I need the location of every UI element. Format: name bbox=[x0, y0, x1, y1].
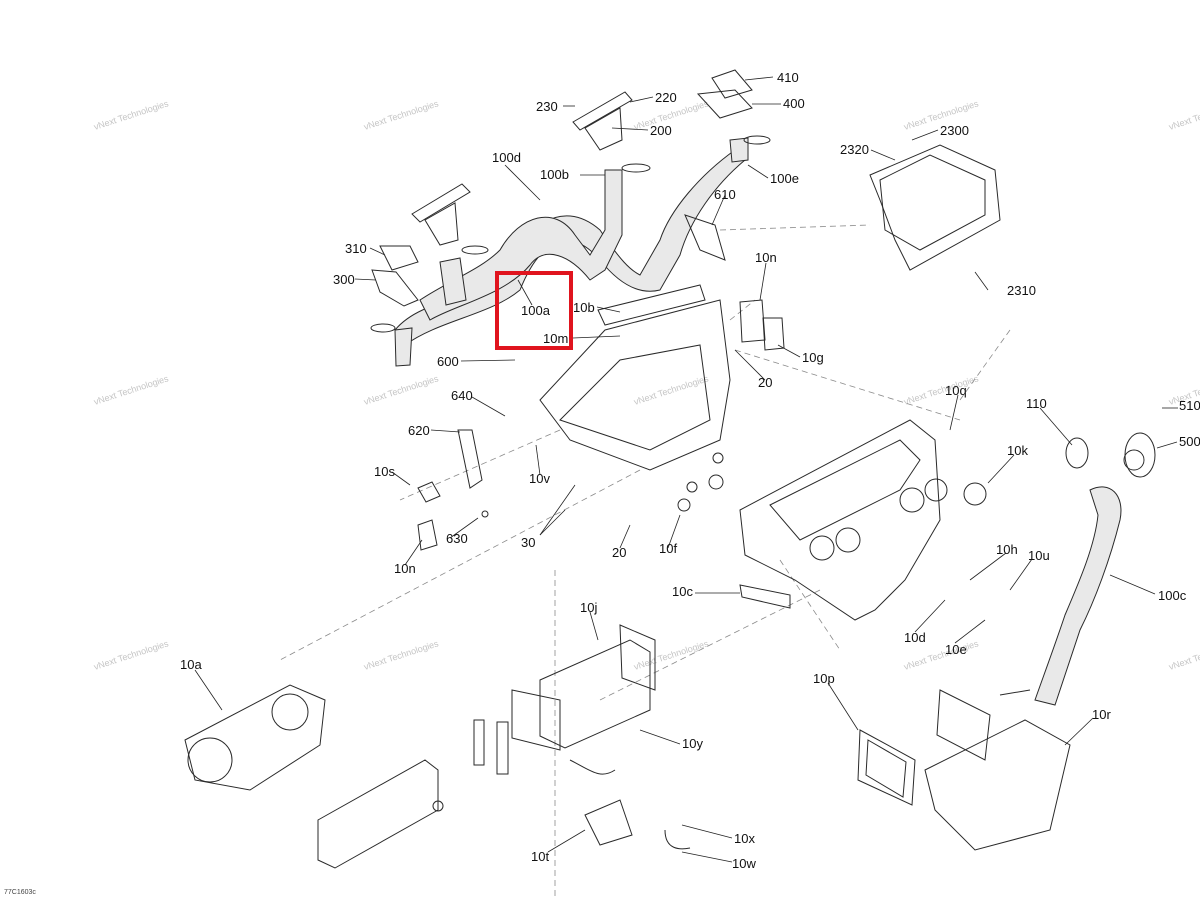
callout-label: 2300 bbox=[940, 123, 969, 138]
callout-label: 510 bbox=[1179, 398, 1200, 413]
callout-label: 10n bbox=[394, 561, 416, 576]
watermark-text: vNext Technologies bbox=[363, 638, 441, 672]
callout-label: 10q bbox=[945, 383, 967, 398]
duct-assembly bbox=[394, 137, 1122, 706]
callout-label: 400 bbox=[783, 96, 805, 111]
watermark: vNext Technologies bbox=[633, 373, 711, 407]
callout-label: 10h bbox=[996, 542, 1018, 557]
callout-label: 100b bbox=[540, 167, 569, 182]
callout-label: 10y bbox=[682, 736, 703, 751]
watermark: vNext Technologies bbox=[363, 373, 441, 407]
callout-label: 10x bbox=[734, 831, 755, 846]
callout-label: 10e bbox=[945, 642, 967, 657]
callout-label: 10u bbox=[1028, 548, 1050, 563]
watermark-text: vNext Technologies bbox=[1168, 98, 1200, 132]
callout-label: 600 bbox=[437, 354, 459, 369]
watermark: vNext Technologies bbox=[1168, 98, 1200, 132]
callout-label: 100c bbox=[1158, 588, 1187, 603]
callout-label: 220 bbox=[655, 90, 677, 105]
callout-label: 10w bbox=[732, 856, 756, 871]
callout-label: 10c bbox=[672, 584, 693, 599]
callout-label: 10f bbox=[659, 541, 677, 556]
watermark-text: vNext Technologies bbox=[1168, 638, 1200, 672]
vent-parts bbox=[370, 69, 771, 333]
callout-label: 200 bbox=[650, 123, 672, 138]
callout-label: 500 bbox=[1179, 434, 1200, 449]
callout-label: 10v bbox=[529, 471, 550, 486]
watermark-layer: vNext Technologies vNext Technologies vNex… bbox=[93, 98, 1200, 672]
callout-label: 20 bbox=[612, 545, 626, 560]
leader-lines bbox=[194, 76, 1178, 863]
callout-label: 610 bbox=[714, 187, 736, 202]
callout-label: 310 bbox=[345, 241, 367, 256]
watermark: vNext Technologies bbox=[93, 98, 171, 132]
drawing-code: 77C1603c bbox=[4, 889, 36, 896]
callout-label: 10b bbox=[573, 300, 595, 315]
callout-label: 410 bbox=[777, 70, 799, 85]
watermark-text: vNext Technologies bbox=[363, 373, 441, 407]
callout-label: 100a bbox=[521, 303, 551, 318]
watermark: vNext Technologies bbox=[363, 638, 441, 672]
highlight-box bbox=[495, 271, 573, 350]
blower-assembly bbox=[184, 684, 444, 869]
callout-label: 10m bbox=[543, 331, 568, 346]
callout-label: 10n bbox=[755, 250, 777, 265]
callout-label: 640 bbox=[451, 388, 473, 403]
watermark-text: vNext Technologies bbox=[363, 98, 441, 132]
callout-label: 30 bbox=[521, 535, 535, 550]
callout-label: 2320 bbox=[840, 142, 869, 157]
heater-core bbox=[473, 624, 691, 850]
callout-label: 630 bbox=[446, 531, 468, 546]
callout-label: 10a bbox=[180, 657, 202, 672]
watermark-text: vNext Technologies bbox=[633, 638, 711, 672]
watermark: vNext Technologies bbox=[903, 373, 981, 407]
callout-label: 10p bbox=[813, 671, 835, 686]
watermark-text: vNext Technologies bbox=[93, 373, 171, 407]
watermark: vNext Technologies bbox=[93, 373, 171, 407]
watermark-text: vNext Technologies bbox=[93, 98, 171, 132]
right-top-parts bbox=[1065, 432, 1156, 478]
callout-label: 300 bbox=[333, 272, 355, 287]
watermark: vNext Technologies bbox=[633, 638, 711, 672]
callout-label: 2310 bbox=[1007, 283, 1036, 298]
watermark-text: vNext Technologies bbox=[93, 638, 171, 672]
callout-label: 10r bbox=[1092, 707, 1111, 722]
watermark-text: vNext Technologies bbox=[633, 373, 711, 407]
assembly-guide-lines bbox=[279, 224, 1011, 900]
watermark: vNext Technologies bbox=[363, 98, 441, 132]
callout-label: 100e bbox=[770, 171, 799, 186]
watermark: vNext Technologies bbox=[1168, 638, 1200, 672]
callout-label: 10k bbox=[1007, 443, 1028, 458]
callout-label: 10g bbox=[802, 350, 824, 365]
filter-and-cover bbox=[857, 689, 1071, 851]
callout-label: 110 bbox=[1026, 396, 1047, 411]
watermark-text: vNext Technologies bbox=[903, 373, 981, 407]
callout-label: 20 bbox=[758, 375, 772, 390]
callout-label: 10j bbox=[580, 600, 597, 615]
callout-label: 230 bbox=[536, 99, 558, 114]
heater-box bbox=[677, 419, 987, 621]
upper-right-box bbox=[879, 154, 986, 251]
callout-label: 10t bbox=[531, 849, 549, 864]
callout-label: 620 bbox=[408, 423, 430, 438]
callout-label: 10s bbox=[374, 464, 395, 479]
callout-labels: 410 400 230 220 200 2300 2320 100d 100b … bbox=[180, 70, 1200, 871]
callout-label: 10d bbox=[904, 630, 926, 645]
watermark: vNext Technologies bbox=[93, 638, 171, 672]
left-small-parts bbox=[417, 429, 489, 551]
callout-label: 100d bbox=[492, 150, 521, 165]
